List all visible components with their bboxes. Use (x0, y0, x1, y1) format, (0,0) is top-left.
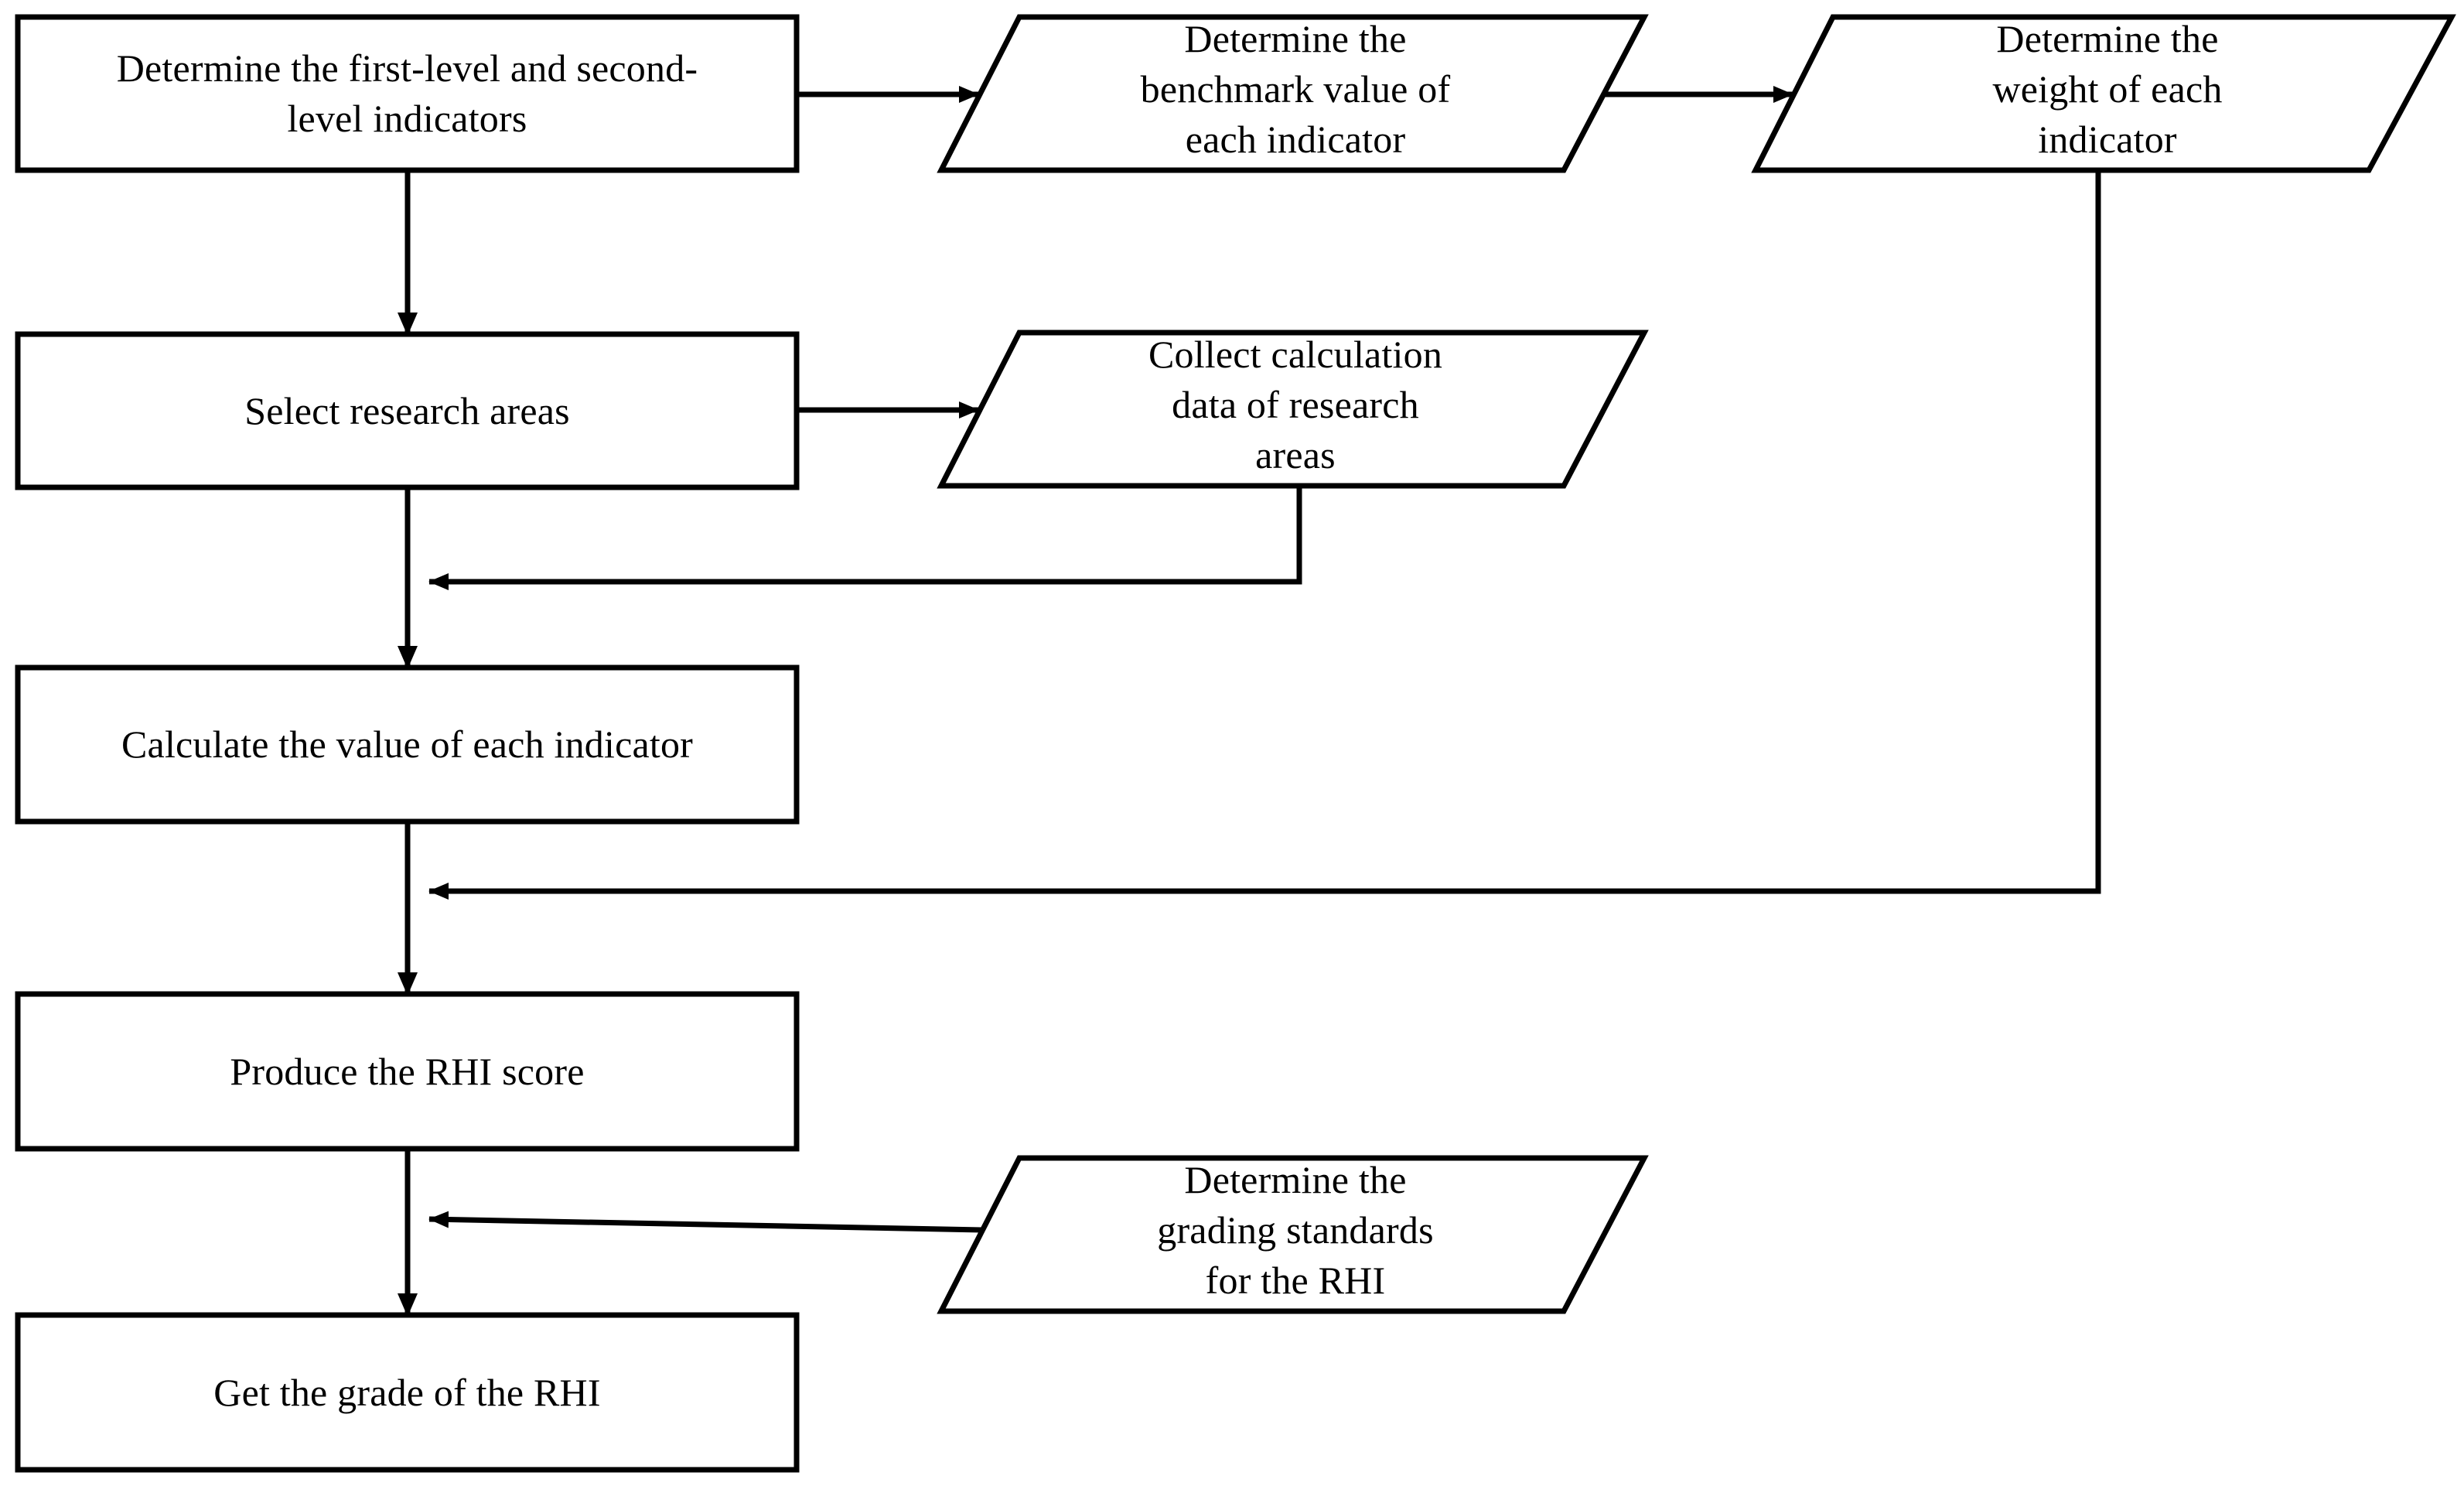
node-calculate-indicator-value[interactable] (18, 668, 797, 822)
node-collect-data[interactable] (941, 333, 1644, 486)
node-calculate-indicator-value-shape (15, 664, 800, 825)
node-determine-benchmark-shape (937, 14, 1649, 173)
node-get-rhi-grade[interactable] (18, 1315, 797, 1470)
node-select-research-areas[interactable] (18, 334, 797, 487)
node-get-rhi-grade-shape (15, 1312, 800, 1473)
node-collect-data-shape (937, 330, 1649, 489)
node-determine-grading-standards-shape (937, 1155, 1649, 1314)
edge-collect-data-to-spine (428, 486, 1302, 590)
node-determine-weight[interactable] (1756, 17, 2452, 170)
node-produce-rhi-score[interactable] (18, 994, 797, 1149)
node-determine-weight-shape (1751, 14, 2456, 173)
node-determine-indicators[interactable] (18, 17, 797, 170)
node-determine-benchmark[interactable] (941, 17, 1644, 170)
edge-weight-to-spine (428, 170, 2101, 900)
node-determine-grading-standards[interactable] (941, 1158, 1644, 1311)
node-determine-indicators-shape (15, 14, 800, 173)
edge-grading-standards-to-spine (428, 1211, 983, 1233)
